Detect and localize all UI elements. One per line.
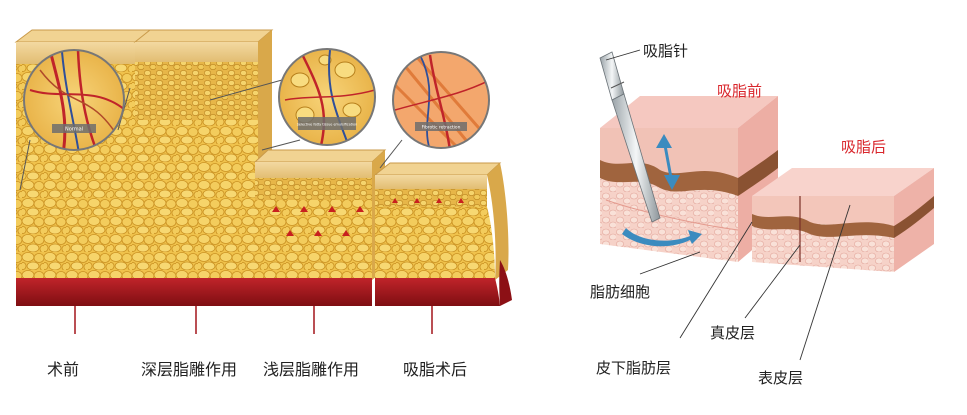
stage-label-superficial: 浅层脂雕作用 [263, 360, 360, 379]
right-panel [599, 49, 934, 361]
block-deep [133, 29, 274, 306]
stage-label-preop: 术前 [47, 360, 80, 379]
before-label: 吸脂前 [717, 82, 763, 100]
subcutaneous-fat-label: 皮下脂肪层 [596, 359, 672, 377]
zoom-label-normal: Normal [65, 127, 83, 133]
fat-cell-label: 脂肪细胞 [590, 283, 651, 301]
zoom-label-fibrotic: Fibrotic retraction [422, 125, 461, 131]
left-panel: Normal Selective fatty tissue emulsifica… [14, 29, 512, 334]
zoom-selective: Selective fatty tissue emulsification [209, 48, 376, 151]
block-after [752, 168, 934, 272]
zoom-fibrotic: Fibrotic retraction [379, 51, 490, 169]
stage-label-postop: 吸脂术后 [403, 360, 468, 379]
right-leader-lines [605, 49, 851, 361]
stage-pointer-lines [74, 306, 433, 334]
zoom-label-selective: Selective fatty tissue emulsification [297, 123, 357, 127]
epidermis-label: 表皮层 [758, 369, 804, 387]
after-label: 吸脂后 [841, 138, 887, 156]
stage-label-deep: 深层脂雕作用 [141, 360, 238, 379]
block-postop [373, 162, 512, 306]
block-superficial [253, 149, 387, 306]
zoom-normal: Normal [19, 49, 131, 191]
dermis-label: 真皮层 [710, 324, 756, 342]
needle-label: 吸脂针 [643, 42, 689, 60]
motion-arrows [622, 134, 702, 247]
lipo-needle [599, 51, 661, 223]
